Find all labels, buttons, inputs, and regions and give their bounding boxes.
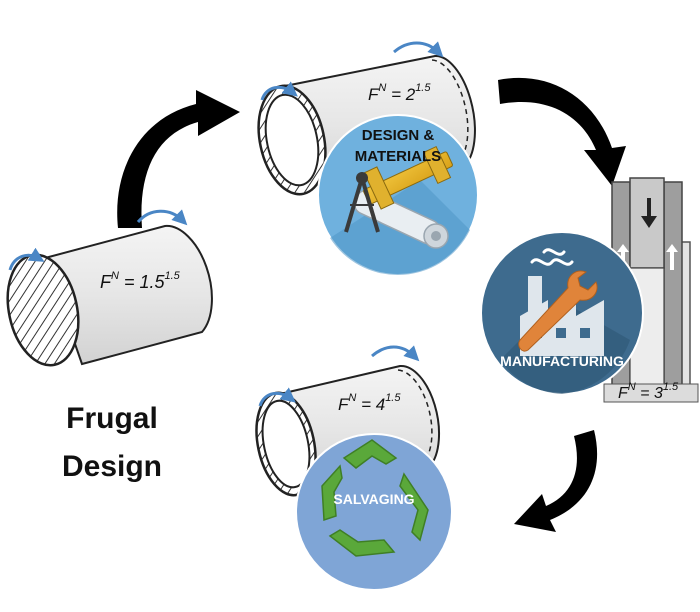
press-down-arrow-icon	[641, 198, 657, 228]
cycle-arrow-solid-to-design	[117, 90, 240, 228]
caliper-icon	[363, 145, 453, 210]
cycle-arrow-design-to-manufacturing	[498, 77, 626, 186]
manufacturing-formula: FN = 31.5	[618, 381, 679, 402]
rotation-arrow-icon	[258, 387, 296, 407]
salvaging-formula: FN = 41.5	[338, 392, 401, 414]
diagram-title-line2: Design	[62, 450, 162, 483]
smoke-icon	[530, 248, 574, 266]
design-badge-label-line2: MATERIALS	[355, 148, 441, 165]
rotation-arrow-icon	[371, 345, 420, 362]
factory-icon	[520, 276, 604, 356]
solid-cylinder: FN = 1.51.5	[6, 209, 213, 367]
design-materials-badge: DESIGN & MATERIALS	[317, 114, 479, 276]
flow-up-arrow-icon	[617, 244, 629, 270]
blueprint-roll-icon	[353, 189, 449, 249]
solid-formula: FN = 1.51.5	[100, 270, 181, 292]
recycle-icon	[321, 439, 429, 557]
salvaging-badge-label: SALVAGING	[333, 491, 414, 507]
rotation-arrow-icon	[136, 209, 188, 226]
design-badge-label-line1: DESIGN &	[362, 127, 435, 144]
rotation-arrow-icon	[260, 81, 298, 101]
cycle-arrows	[117, 77, 626, 532]
rotation-arrow-icon	[8, 247, 45, 271]
manufacturing-badge: MANUFACTURING	[480, 231, 644, 395]
cycle-arrow-manufacturing-to-salvaging	[514, 430, 598, 532]
rotation-arrow-icon	[393, 41, 444, 58]
compass-icon	[344, 172, 380, 233]
manufacturing-badge-label: MANUFACTURING	[500, 353, 624, 369]
diagram-title-line1: Frugal	[66, 402, 158, 435]
wrench-icon	[518, 270, 598, 352]
salvaging-badge: SALVAGING	[295, 433, 453, 591]
flow-up-arrow-icon	[666, 244, 678, 270]
design-formula: FN = 21.5	[368, 82, 431, 104]
